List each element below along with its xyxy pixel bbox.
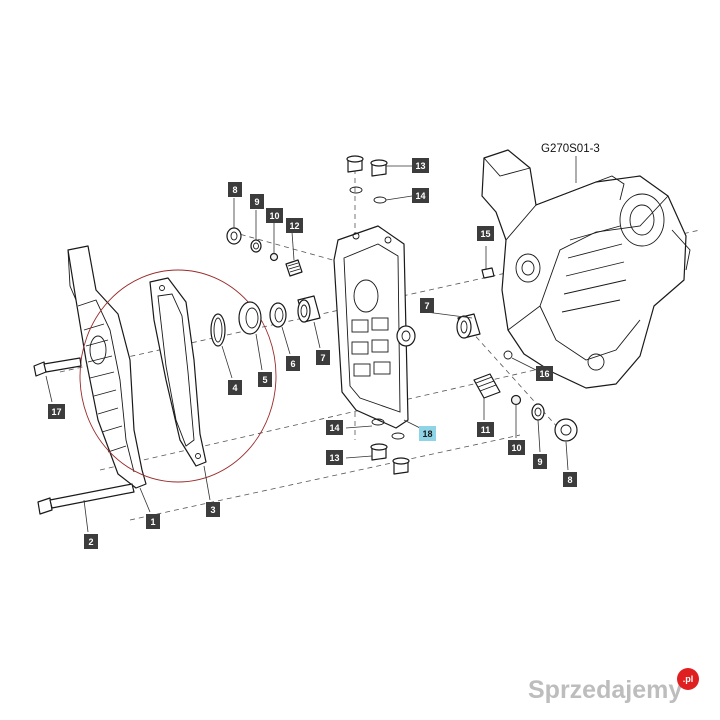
part-label-box-12 xyxy=(286,218,303,233)
leader-lines xyxy=(45,165,569,533)
part-label-15: 15 xyxy=(480,229,490,239)
part-label-6: 6 xyxy=(290,359,295,369)
needle-bearing-7 xyxy=(297,295,321,323)
part-label-box-14b xyxy=(326,420,343,435)
part-label-box-10a xyxy=(266,208,283,223)
part-label-box-17 xyxy=(48,404,65,419)
plug-13-top xyxy=(346,155,388,177)
part-label-5: 5 xyxy=(262,375,267,385)
part-label-10b: 10 xyxy=(511,443,521,453)
spring-11 xyxy=(473,373,501,399)
part-label-box-7b xyxy=(420,298,434,313)
watermark: Sprzedajemy .pl xyxy=(528,668,699,704)
part-label-box-9b xyxy=(533,454,547,469)
bearing-6 xyxy=(269,302,287,328)
part-label-16: 16 xyxy=(539,369,549,379)
part-label-box-8b xyxy=(563,472,577,487)
plug-13-bottom xyxy=(370,443,410,475)
part-label-box-3 xyxy=(206,502,220,517)
part-label-1: 1 xyxy=(150,517,155,527)
part-label-7a: 7 xyxy=(320,353,325,363)
part-label-box-9a xyxy=(250,194,264,209)
plug-8 xyxy=(226,227,242,245)
needle-bearing-7b xyxy=(456,313,481,339)
pin-15 xyxy=(481,267,495,279)
part-label-14a: 14 xyxy=(415,191,425,201)
part-label-box-13a xyxy=(412,158,429,173)
washer-9b xyxy=(531,403,545,421)
part-label-8a: 8 xyxy=(232,185,237,195)
bolt-17 xyxy=(33,357,82,377)
part-label-box-7a xyxy=(316,350,330,365)
part-label-box-6 xyxy=(286,356,300,371)
part-label-box-4 xyxy=(228,380,242,395)
part-label-13a: 13 xyxy=(415,161,425,171)
o-ring-16 xyxy=(503,350,513,360)
part-label-11: 11 xyxy=(481,425,491,435)
part-label-box-13b xyxy=(326,450,343,465)
gasket xyxy=(149,277,207,467)
washer-9 xyxy=(250,239,262,253)
spring-12 xyxy=(285,259,303,277)
watermark-suffix: .pl xyxy=(683,674,694,684)
plug-8b xyxy=(554,418,578,442)
part-label-box-16 xyxy=(536,366,553,381)
part-label-2: 2 xyxy=(88,537,93,547)
part-label-12: 12 xyxy=(289,221,299,231)
gearbox-housing xyxy=(481,149,691,389)
part-label-box-14a xyxy=(412,188,429,203)
part-label-8b: 8 xyxy=(567,475,572,485)
part-label-18: 18 xyxy=(422,429,432,439)
part-label-10a: 10 xyxy=(269,211,279,221)
side-cover xyxy=(67,245,147,489)
part-label-9b: 9 xyxy=(537,457,542,467)
part-label-13b: 13 xyxy=(329,453,339,463)
watermark-brand: Sprzedajemy xyxy=(528,676,682,704)
watermark-badge xyxy=(677,668,699,690)
part-label-17: 17 xyxy=(51,407,61,417)
part-label-box-10b xyxy=(508,440,525,455)
part-label-box-18 xyxy=(419,426,436,441)
part-label-14b: 14 xyxy=(329,423,339,433)
part-label-box-15 xyxy=(477,226,494,241)
bolt-2 xyxy=(37,483,135,515)
o-ring-4 xyxy=(210,313,226,347)
valve-body-plate xyxy=(333,225,416,429)
ball-10b xyxy=(510,394,522,406)
part-label-box-11 xyxy=(477,422,494,437)
part-label-box-2 xyxy=(84,534,98,549)
part-label-7b: 7 xyxy=(424,301,429,311)
part-label-4: 4 xyxy=(232,383,237,393)
washer-14-bottom xyxy=(371,418,405,440)
diagram-code: G270S01-3 xyxy=(541,143,600,155)
bearing-5 xyxy=(238,301,262,335)
part-label-box-5 xyxy=(258,372,272,387)
part-label-box-1 xyxy=(146,514,160,529)
part-label-3: 3 xyxy=(210,505,215,515)
part-label-box-8a xyxy=(228,182,242,197)
part-label-9a: 9 xyxy=(254,197,259,207)
ball-10 xyxy=(269,252,279,262)
callout-circle xyxy=(79,269,277,483)
